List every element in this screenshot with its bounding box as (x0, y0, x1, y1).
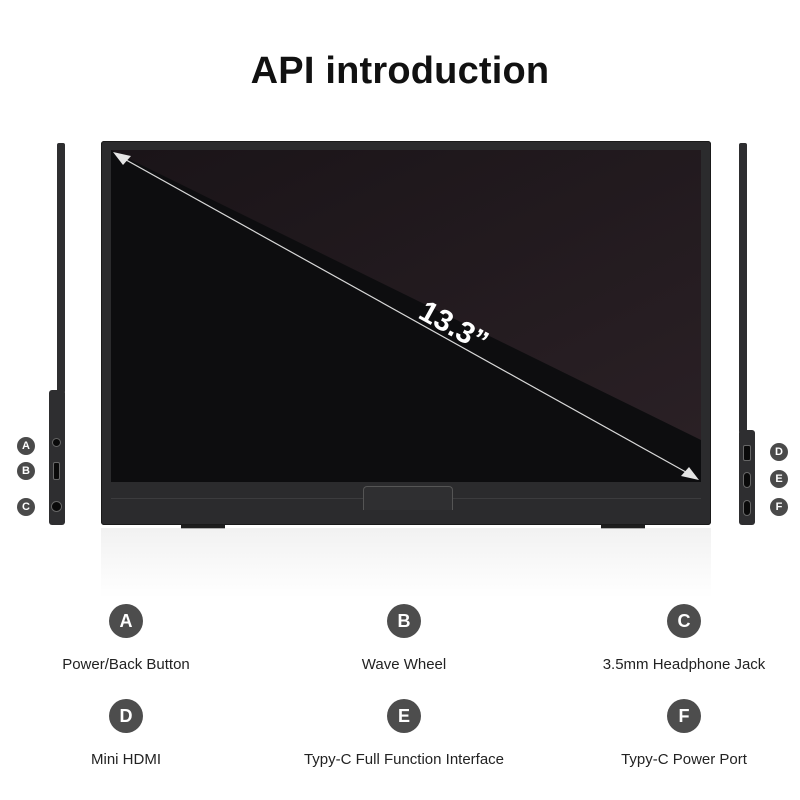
legend-label-d: Mini HDMI (91, 751, 161, 768)
legend-marker-c-icon: C (667, 604, 701, 638)
legend-marker-d-icon: D (109, 699, 143, 733)
marker-d-icon: D (770, 443, 788, 461)
legend-label-f: Typy-C Power Port (621, 751, 747, 768)
monitor-front: 13.3” (101, 141, 711, 529)
legend-item-d: D Mini HDMI (0, 699, 256, 768)
monitor-left-side-base (49, 390, 65, 525)
legend-item-a: A Power/Back Button (0, 604, 256, 673)
monitor-left-side-profile (57, 143, 65, 393)
typec-power-port (743, 500, 751, 516)
screen-glare (111, 150, 701, 440)
legend-item-f: F Typy-C Power Port (554, 699, 800, 768)
monitor-right-side-profile (739, 143, 747, 433)
page-title: API introduction (250, 50, 550, 92)
typec-full-function-port (743, 472, 751, 488)
legend-label-a: Power/Back Button (62, 656, 190, 673)
marker-e-icon: E (770, 470, 788, 488)
marker-b-icon: B (17, 462, 35, 480)
legend-marker-b-icon: B (387, 604, 421, 638)
power-button-port (52, 438, 61, 447)
legend-item-e: E Typy-C Full Function Interface (274, 699, 534, 768)
legend-marker-f-icon: F (667, 699, 701, 733)
wave-wheel-port (53, 462, 60, 480)
screen-diagonal-graphic: 13.3” (111, 150, 701, 480)
mini-hdmi-port (743, 445, 751, 461)
legend-marker-e-icon: E (387, 699, 421, 733)
marker-a-icon: A (17, 437, 35, 455)
legend-item-c: C 3.5mm Headphone Jack (554, 604, 800, 673)
legend-label-c: 3.5mm Headphone Jack (602, 656, 766, 673)
monitor-reflection (101, 528, 711, 598)
legend-item-b: B Wave Wheel (274, 604, 534, 673)
legend-label-e: Typy-C Full Function Interface (303, 751, 505, 768)
arrow-head-bottom-icon (681, 467, 699, 480)
legend-label-b: Wave Wheel (361, 656, 447, 673)
monitor-foot-left (181, 525, 225, 529)
monitor-foot-right (601, 525, 645, 529)
legend-marker-a-icon: A (109, 604, 143, 638)
monitor-chin-notch (363, 486, 453, 510)
diagonal-arrow-line (118, 155, 694, 477)
headphone-jack-port (51, 501, 62, 512)
marker-c-icon: C (17, 498, 35, 516)
arrow-head-top-icon (113, 152, 131, 165)
monitor-screen: 13.3” (111, 150, 701, 482)
marker-f-icon: F (770, 498, 788, 516)
